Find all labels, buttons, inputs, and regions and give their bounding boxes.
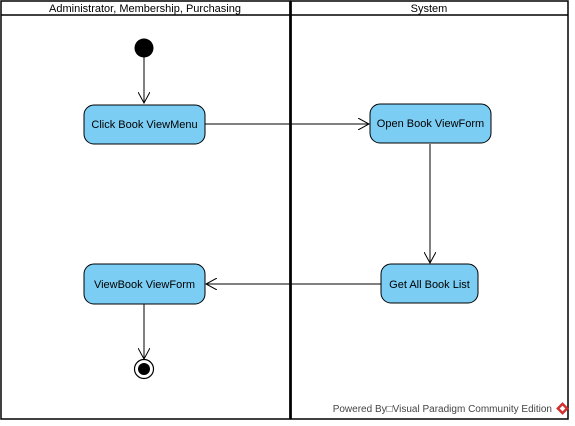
watermark-text: Powered By□Visual Paradigm Community Edi… bbox=[333, 404, 552, 415]
swimlane-title-system: System bbox=[411, 3, 448, 15]
control-flows bbox=[144, 57, 430, 359]
swimlane-frame bbox=[0, 0, 569, 420]
action-click-book-viewmenu: Click Book ViewMenu bbox=[83, 104, 206, 145]
action-label: Open Book ViewForm bbox=[377, 118, 484, 130]
visual-paradigm-logo-icon bbox=[556, 402, 569, 415]
activity-final-node bbox=[133, 358, 155, 380]
action-label: ViewBook ViewForm bbox=[94, 279, 195, 291]
action-get-all-book-list: Get All Book List bbox=[380, 263, 479, 304]
action-open-book-viewform: Open Book ViewForm bbox=[369, 103, 492, 144]
action-viewbook-viewform: ViewBook ViewForm bbox=[83, 263, 206, 305]
action-label: Get All Book List bbox=[389, 279, 470, 291]
initial-node bbox=[134, 38, 154, 58]
action-label: Click Book ViewMenu bbox=[91, 119, 197, 131]
swimlane-title-actor: Administrator, Membership, Purchasing bbox=[49, 3, 241, 15]
swimlane-actor bbox=[0, 0, 291, 420]
